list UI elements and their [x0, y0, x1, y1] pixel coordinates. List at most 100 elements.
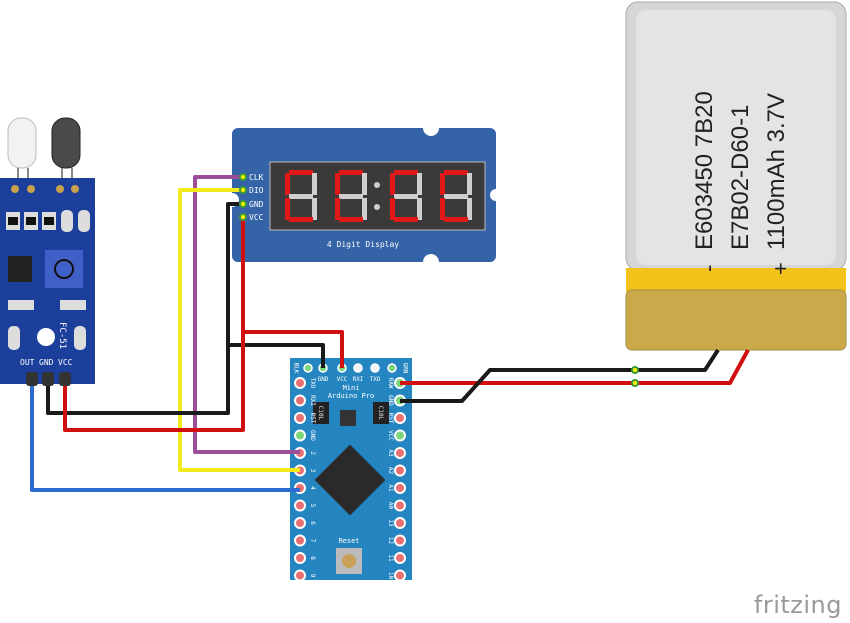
segment	[444, 194, 468, 199]
lipo-battery: E603450 7B20 E7B02-D60-1 1100mAh 3.7V - …	[625, 1, 847, 351]
sensor-pin-out: OUT	[20, 358, 35, 367]
left-pin-label: 3	[309, 469, 316, 473]
segment	[467, 198, 472, 220]
wire-vcc-red	[63, 217, 245, 432]
top-pin-label: BLK	[293, 363, 300, 374]
segment	[394, 194, 418, 199]
display-pin-clk: CLK	[249, 173, 264, 182]
left-pin-label: 5	[309, 504, 316, 508]
display-pin-vcc: VCC	[249, 213, 264, 222]
segment	[335, 173, 340, 195]
ir-emitter-led	[7, 117, 37, 169]
segment	[312, 198, 317, 220]
top-pin-label: RXI	[353, 376, 364, 383]
digit-1	[285, 170, 317, 222]
right-pin-label: A0	[387, 502, 394, 510]
right-pin-label: RAW	[387, 378, 394, 389]
left-pin-label: 8	[309, 556, 316, 560]
wire-vcc-arduino-red	[243, 330, 344, 368]
wire-dio-yellow	[178, 188, 300, 472]
right-pin-label: 10	[387, 572, 394, 580]
top-pin-label: VCC	[337, 376, 348, 383]
left-pin-label: 6	[309, 521, 316, 525]
left-pin-label: GND	[309, 430, 316, 441]
pin-rst	[394, 412, 406, 424]
pin-vcc	[394, 429, 406, 442]
capacitor-right-label: C10L	[377, 406, 384, 421]
pin-d8	[294, 552, 306, 564]
tm1637-display-module: CLK DIO GND VCC 4 Digit Display	[225, 120, 502, 270]
pin-12	[394, 534, 406, 547]
left-pin-label: RST	[309, 413, 316, 424]
pin-13	[394, 517, 406, 529]
right-pin-label: 11	[387, 554, 394, 562]
pin-dTXO	[294, 377, 306, 389]
left-pin-label: 2	[309, 451, 316, 455]
segment	[417, 198, 422, 220]
wire-gnd-black	[46, 202, 243, 415]
sensor-model-label: FC-51	[57, 322, 67, 349]
pin-rxi	[353, 363, 363, 373]
top-pin-label: GRN	[402, 363, 409, 374]
battery-label-1: E603450 7B20	[691, 91, 718, 250]
arduino-title-2: Arduino Pro	[328, 392, 374, 400]
right-pin-label: GND	[387, 395, 394, 406]
capacitor-left-label: C10L	[317, 406, 324, 421]
segment	[285, 198, 290, 220]
battery-plus: +	[768, 262, 793, 275]
segment	[394, 217, 418, 222]
segment	[362, 198, 367, 220]
segment	[312, 173, 317, 195]
pin-blk	[303, 363, 313, 373]
segment	[289, 170, 313, 175]
pin-d6	[294, 517, 306, 529]
battery-minus: -	[696, 265, 721, 272]
capacitor-left	[313, 402, 329, 424]
pin-a2	[394, 464, 406, 477]
digit-3	[390, 170, 422, 222]
segment	[335, 198, 340, 220]
pin-d9	[294, 569, 306, 582]
right-pin-label: VCC	[387, 430, 394, 441]
pin-11	[394, 552, 406, 564]
wire-gnd-battery-black	[400, 348, 720, 403]
wire-raw-red	[400, 349, 750, 385]
segment	[417, 173, 422, 195]
pin-a1	[394, 482, 406, 494]
segment	[444, 217, 468, 222]
segment	[289, 194, 313, 199]
display-pin-dio: DIO	[249, 186, 264, 195]
segment	[440, 198, 445, 220]
left-pin-label: TXO	[309, 378, 316, 389]
top-pin-label: TXO	[370, 376, 381, 383]
top-pin-label: GND	[318, 376, 329, 383]
segment	[362, 173, 367, 195]
pin-dGND	[294, 429, 306, 442]
right-pin-label: A3	[387, 449, 394, 457]
display-caption: 4 Digit Display	[327, 240, 399, 249]
fritzing-logo: fritzing	[753, 591, 842, 619]
right-pin-label: A1	[387, 484, 394, 492]
pin-dRXI	[294, 394, 306, 407]
segment	[467, 173, 472, 195]
segment	[339, 194, 363, 199]
right-pin-label: 13	[387, 519, 394, 527]
sensor-pin-gnd: GND	[39, 358, 54, 367]
pin-10	[394, 569, 406, 582]
pin-grn	[387, 363, 397, 373]
pin-txo	[370, 363, 380, 373]
pin-dRST	[294, 412, 306, 424]
segment	[444, 170, 468, 175]
segment	[339, 217, 363, 222]
right-pin-label: A2	[387, 467, 394, 475]
digit-2	[335, 170, 367, 222]
segment	[440, 173, 445, 195]
left-pin-label: RXI	[309, 395, 316, 406]
ir-receiver-led	[51, 117, 81, 169]
sensor-pin-vcc: VCC	[58, 358, 73, 367]
right-pin-label: RST	[387, 413, 394, 424]
battery-label-2: E7B02-D60-1	[727, 105, 754, 250]
segment	[289, 217, 313, 222]
